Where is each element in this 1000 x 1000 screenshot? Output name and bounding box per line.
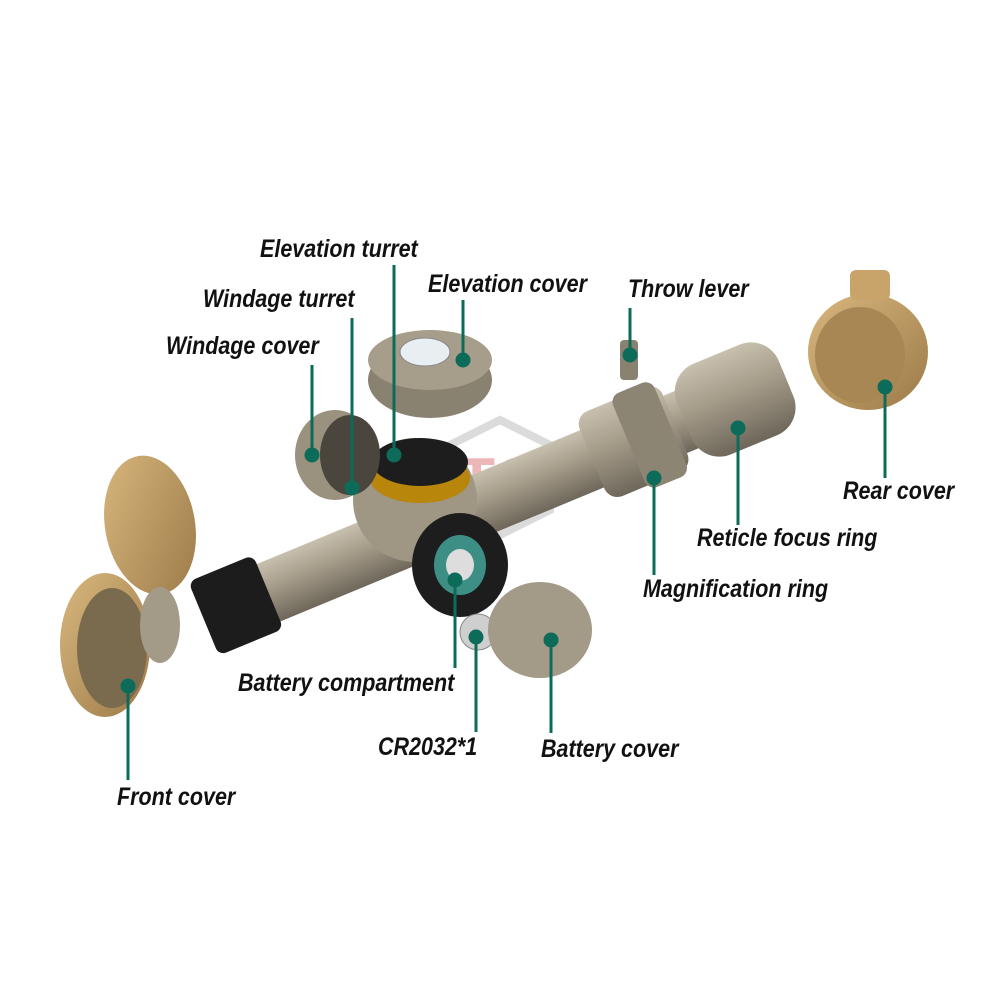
label-throw-lever: Throw lever [628,275,749,303]
leader-lines [120,265,893,780]
label-magnification-ring: Magnification ring [643,575,829,603]
label-elevation-turret: Elevation turret [260,235,418,263]
label-rear-cover: Rear cover [843,477,955,505]
label-battery: CR2032*1 [378,733,478,761]
scope-tube [190,342,796,654]
label-windage-turret: Windage turret [203,285,355,313]
label-windage-cover: Windage cover [166,332,319,360]
label-front-cover: Front cover [117,783,236,811]
label-elevation-cover: Elevation cover [428,270,587,298]
label-battery-compartment: Battery compartment [238,669,455,697]
label-battery-cover: Battery cover [541,735,679,763]
elevation-turret-shape [372,438,468,486]
label-reticle-focus-ring: Reticle focus ring [697,524,878,552]
